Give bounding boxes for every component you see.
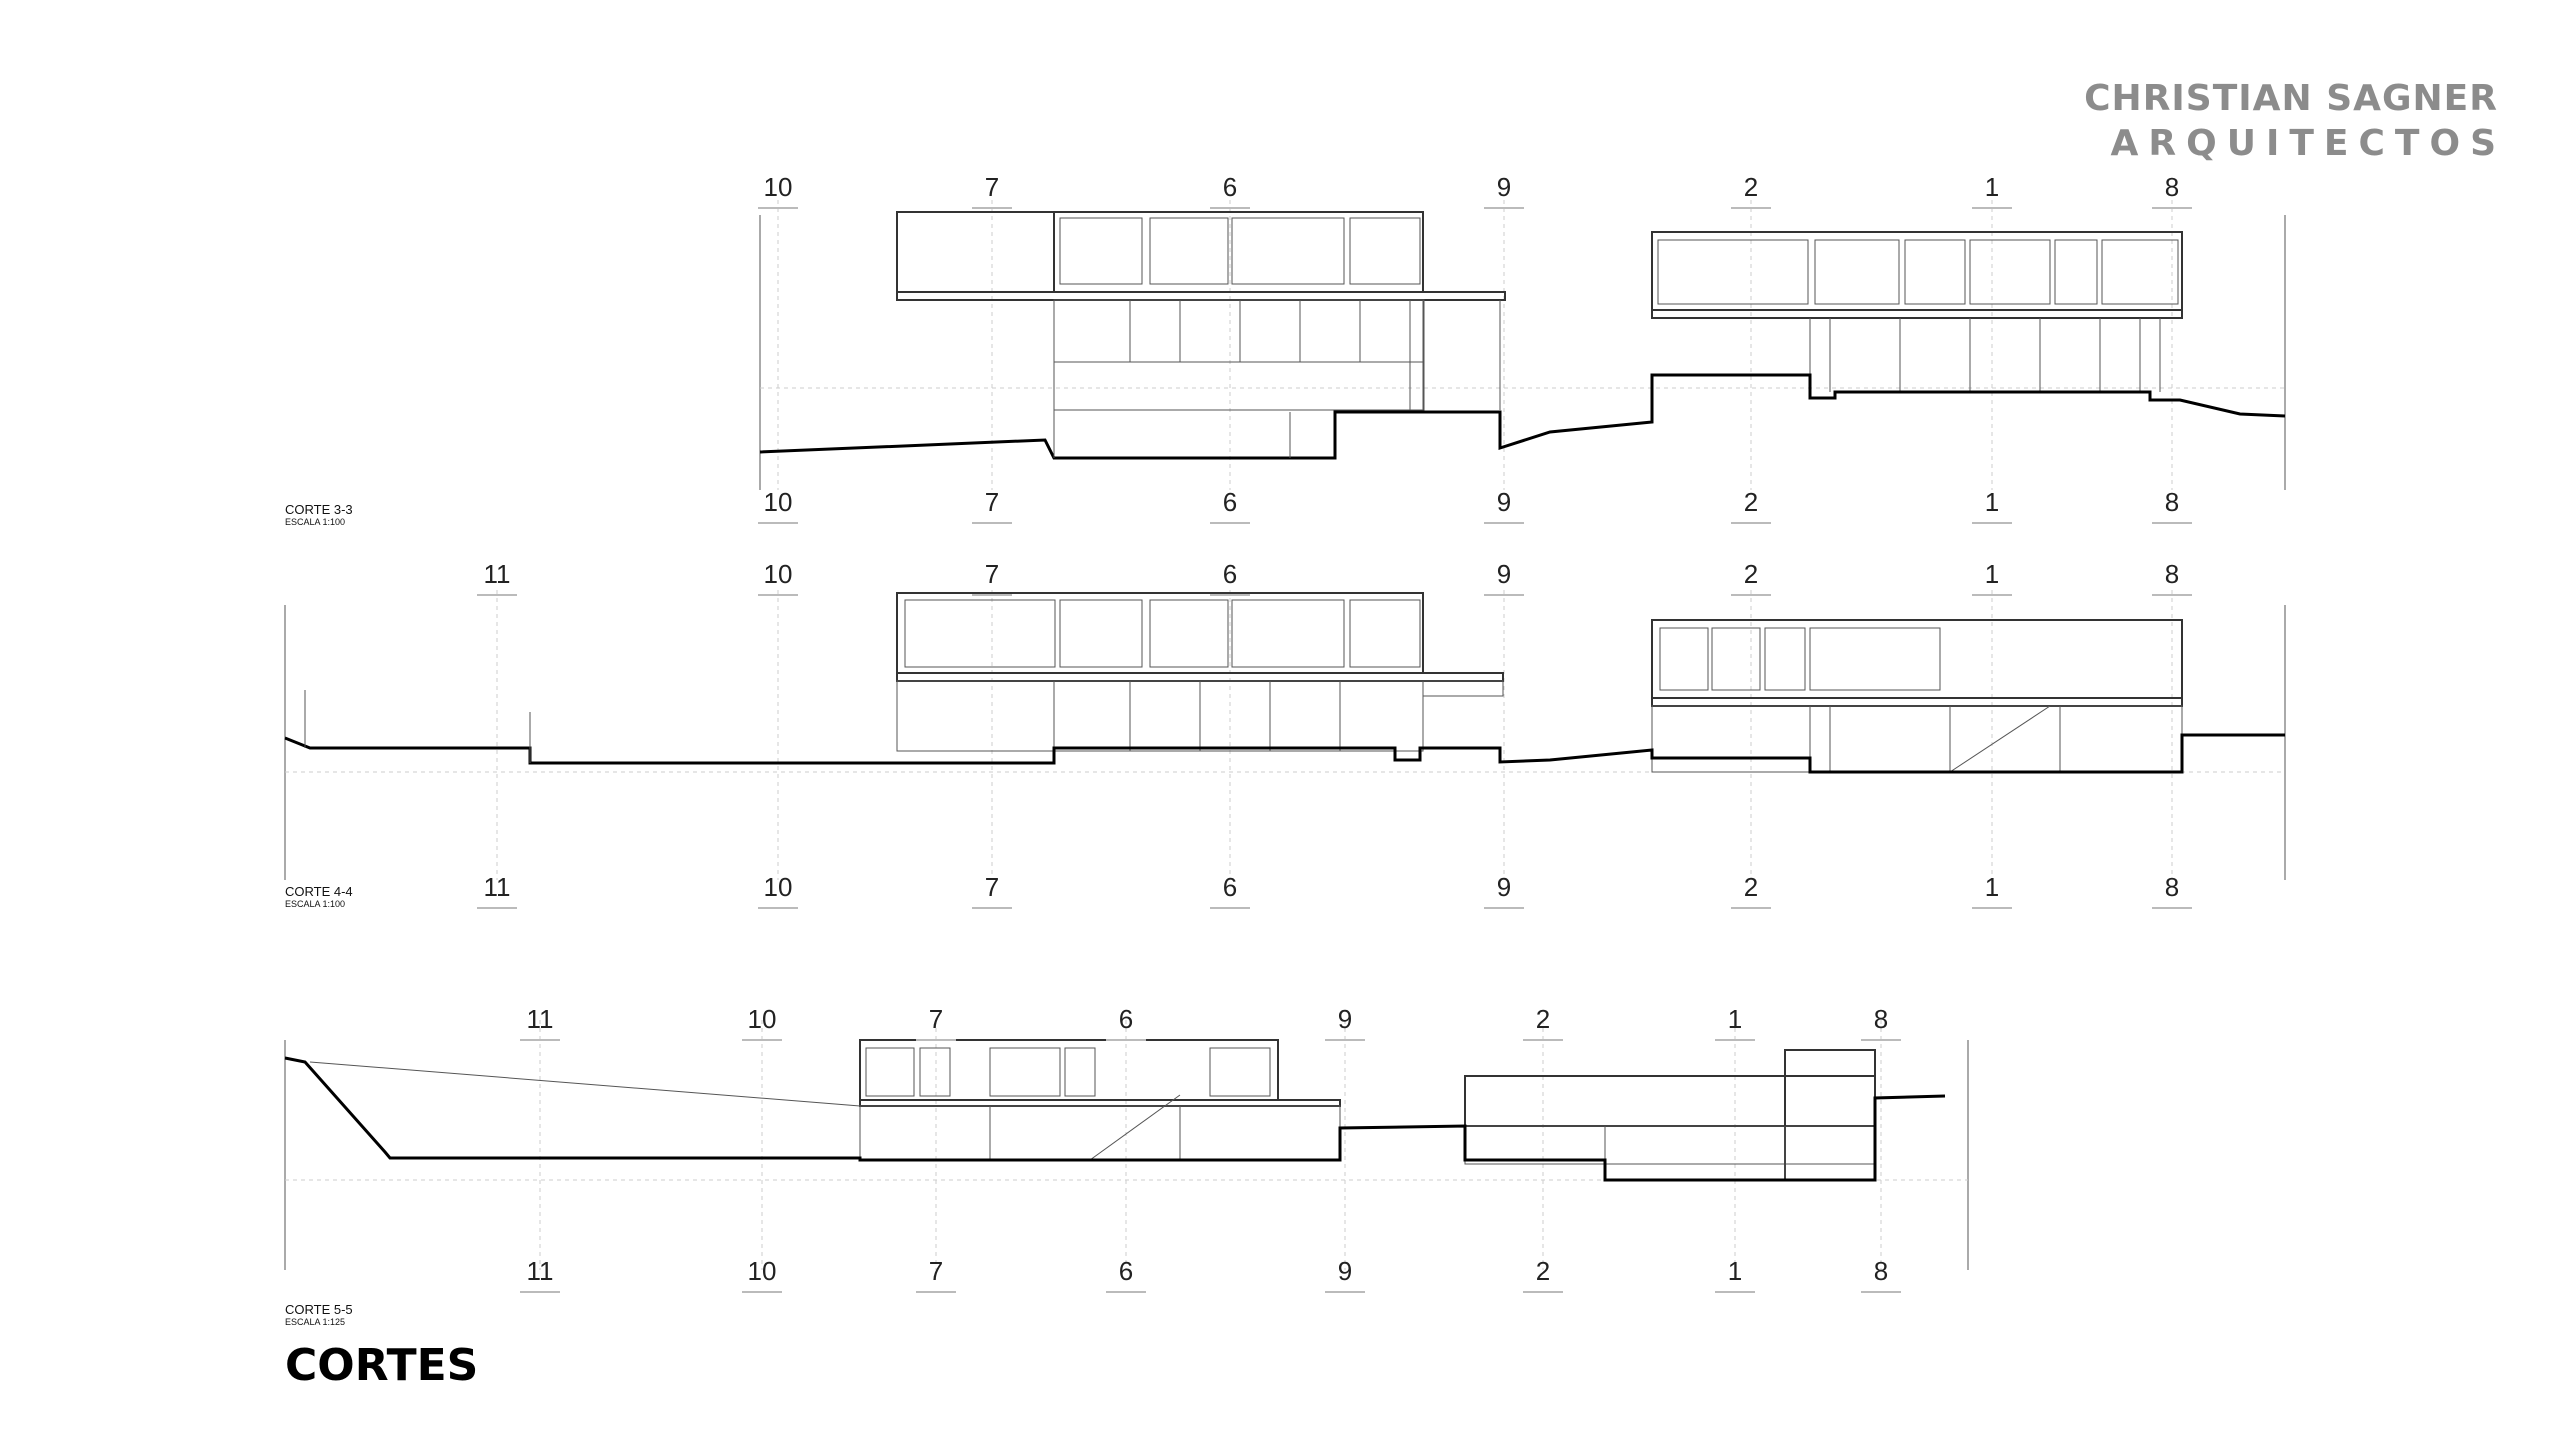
axis-marker: 11 [477,559,517,596]
axis-marker: 7 [972,559,1012,596]
axis-marker: 10 [742,1004,782,1041]
section-5-5-scale: ESCALA 1:125 [285,1317,346,1327]
section-3-3-title: CORTE 3-3 [285,502,353,517]
axis-marker: 9 [1484,487,1524,524]
axis-marker: 1 [1715,1004,1755,1041]
axis-marker: 8 [2152,872,2192,909]
axis-marker: 8 [2152,172,2192,209]
section-5-5 [284,1020,1969,1270]
axis-marker: 2 [1523,1256,1563,1293]
axis-marker: 10 [758,872,798,909]
building-left [896,592,1504,752]
section-3-3-scale: ESCALA 1:100 [285,517,346,527]
axis-marker: 8 [1861,1004,1901,1041]
section-4-4-scale: ESCALA 1:100 [285,899,346,909]
axis-marker: 10 [758,487,798,524]
building-left [859,1039,1341,1161]
axis-marker: 2 [1731,487,1771,524]
axis-marker: 7 [916,1004,956,1041]
axis-marker: 2 [1731,172,1771,209]
axis-gridlines [496,590,2173,880]
building-right [1651,231,2183,392]
firm-subtitle: ARQUITECTOS [2110,123,2506,164]
axis-marker: 9 [1325,1256,1365,1293]
axis-marker: 9 [1484,872,1524,909]
axis-marker: 11 [477,872,517,909]
axis-marker: 6 [1210,872,1250,909]
axis-gridlines [777,200,2173,490]
section-5-5-title: CORTE 5-5 [285,1302,353,1317]
section-4-4-caption: CORTE 4-4 ESCALA 1:100 [285,884,353,909]
axis-marker: 8 [2152,559,2192,596]
page-title: CORTES [285,1340,479,1391]
axis-marker: 6 [1106,1256,1146,1293]
firm-logo: CHRISTIAN SAGNER ARQUITECTOS [2084,78,2498,164]
building-left [896,211,1506,411]
axis-marker: 2 [1731,872,1771,909]
axis-marker: 7 [972,872,1012,909]
axis-marker: 7 [972,487,1012,524]
axis-marker: 9 [1484,172,1524,209]
axis-marker: 9 [1484,559,1524,596]
axis-marker: 8 [1861,1256,1901,1293]
axis-marker: 11 [520,1256,560,1293]
terrain-line [759,373,2286,460]
stair-outline [1053,410,1291,458]
axis-marker: 7 [916,1256,956,1293]
existing-terrain [309,1061,861,1107]
retaining-walls [304,690,531,763]
section-4-4-title: CORTE 4-4 [285,884,353,899]
axis-marker: 1 [1972,559,2012,596]
axis-marker: 6 [1210,172,1250,209]
axis-marker: 8 [2152,487,2192,524]
axis-marker: 9 [1325,1004,1365,1041]
axis-marker: 1 [1972,872,2012,909]
section-3-3 [759,200,2286,490]
axis-marker: 1 [1972,487,2012,524]
terrain-line [284,1056,1946,1182]
firm-name: CHRISTIAN SAGNER [2084,78,2498,119]
axis-marker: 1 [1972,172,2012,209]
axis-marker: 1 [1715,1256,1755,1293]
axis-marker: 10 [758,172,798,209]
section-4-4 [284,590,2286,880]
section-3-3-caption: CORTE 3-3 ESCALA 1:100 [285,502,353,527]
terrain-line [284,733,2285,774]
stair [1089,1094,1181,1161]
axis-marker: 6 [1106,1004,1146,1041]
section-5-5-caption: CORTE 5-5 ESCALA 1:125 [285,1302,353,1327]
building-right [1651,619,2183,773]
axis-marker: 10 [758,559,798,596]
axis-marker: 2 [1523,1004,1563,1041]
axis-marker: 6 [1210,487,1250,524]
axis-marker: 10 [742,1256,782,1293]
axis-gridlines [539,1020,1882,1270]
axis-marker: 7 [972,172,1012,209]
axis-marker: 2 [1731,559,1771,596]
axis-marker: 11 [520,1004,560,1041]
axis-marker: 6 [1210,559,1250,596]
